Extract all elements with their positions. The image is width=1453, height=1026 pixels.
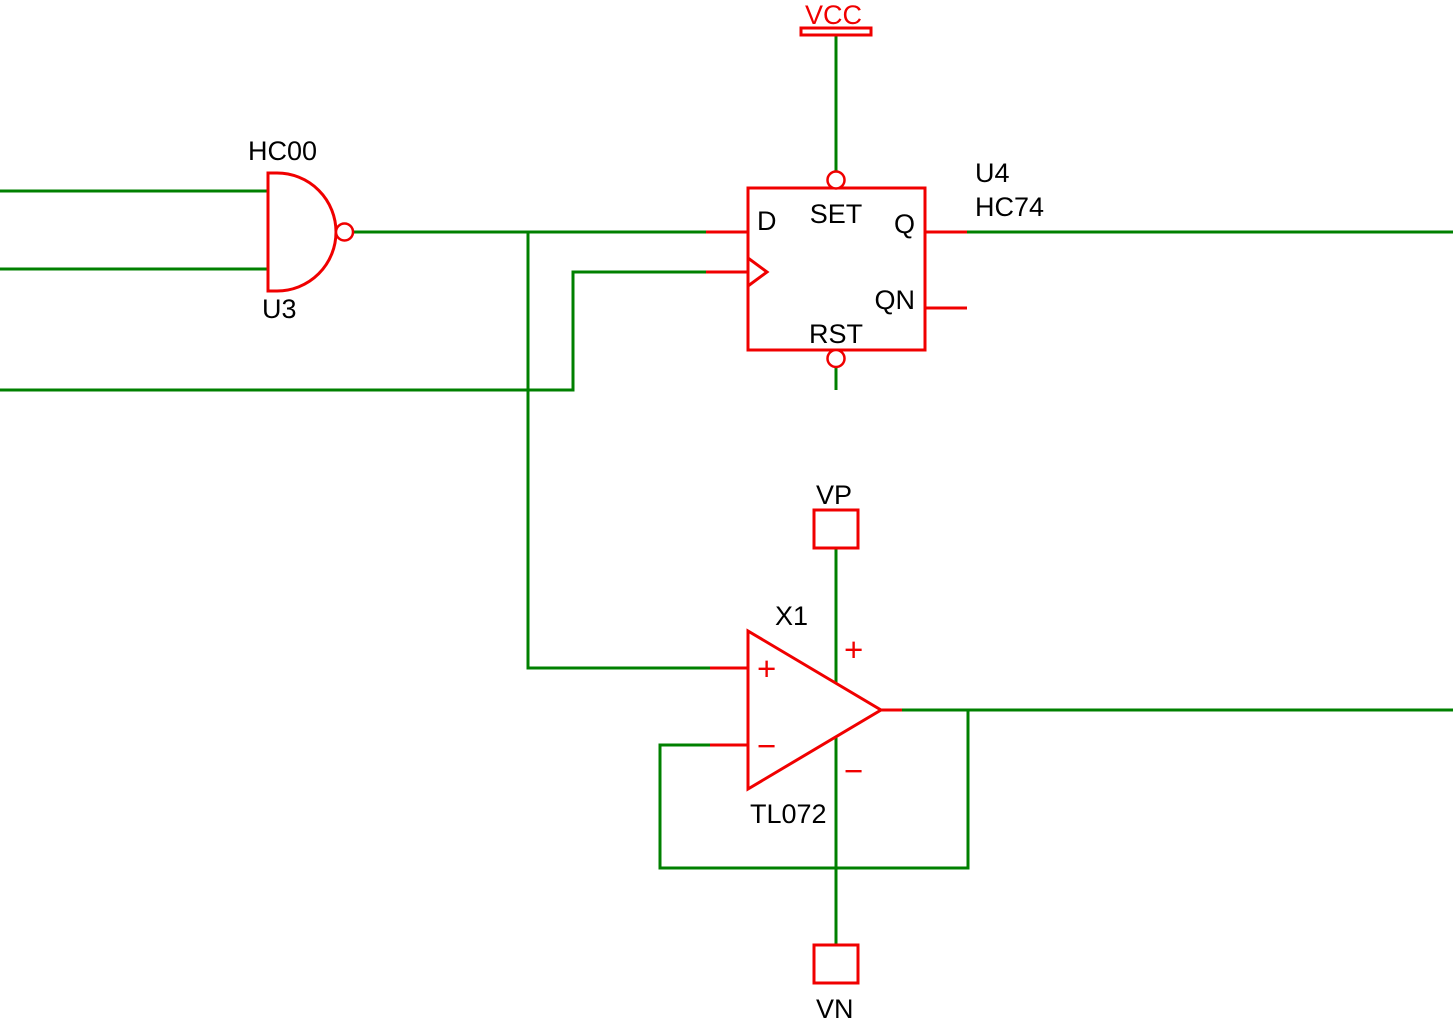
opamp-ref-label: X1 [775, 601, 808, 631]
opamp-body[interactable] [746, 628, 884, 792]
opamp-plus-branch-wire[interactable] [526, 232, 710, 670]
dff-clock-marker [747, 256, 770, 288]
vn-box[interactable] [812, 943, 860, 985]
nand-gate-u3[interactable]: HC00 U3 [248, 136, 355, 324]
dff-rst-bubble[interactable] [826, 348, 846, 369]
dff-pin-qn-label: QN [875, 285, 916, 315]
dff-pin-d-label: D [757, 206, 777, 236]
nand-ref-label: U3 [262, 294, 297, 324]
opamp-input-plus-sign: + [757, 650, 776, 687]
dff-set-bubble[interactable] [826, 170, 846, 190]
vcc-bar[interactable] [799, 26, 873, 37]
wires [0, 36, 1453, 945]
opamp-part-label: TL072 [750, 799, 827, 829]
nand-body[interactable] [266, 171, 338, 293]
vp-port[interactable]: VP [812, 480, 860, 550]
opamp-input-minus-sign: − [757, 727, 776, 764]
dff-pin-set-label: SET [810, 199, 863, 229]
clock-wire[interactable] [0, 270, 706, 392]
vn-label: VN [816, 994, 854, 1024]
dff-body[interactable] [746, 186, 927, 352]
vcc-symbol[interactable]: VCC [799, 0, 873, 37]
opamp-x1[interactable]: + − + − X1 TL072 [710, 601, 902, 829]
nand-output-bubble[interactable] [334, 222, 355, 242]
vn-port[interactable]: VN [812, 943, 860, 1024]
vp-box[interactable] [812, 508, 860, 550]
opamp-power-plus-sign: + [844, 631, 863, 668]
dff-pin-q-label: Q [894, 209, 915, 239]
dff-pin-rst-label: RST [809, 319, 863, 349]
dff-part-label: HC74 [975, 192, 1044, 222]
feedback-wire[interactable] [658, 710, 970, 870]
vp-label: VP [816, 480, 852, 510]
vcc-label: VCC [805, 0, 862, 30]
dff-ref-label: U4 [975, 158, 1010, 188]
nand-part-label: HC00 [248, 136, 317, 166]
opamp-power-minus-sign: − [844, 752, 863, 789]
dff-u4[interactable]: D SET Q QN RST U4 HC74 [706, 158, 1044, 369]
